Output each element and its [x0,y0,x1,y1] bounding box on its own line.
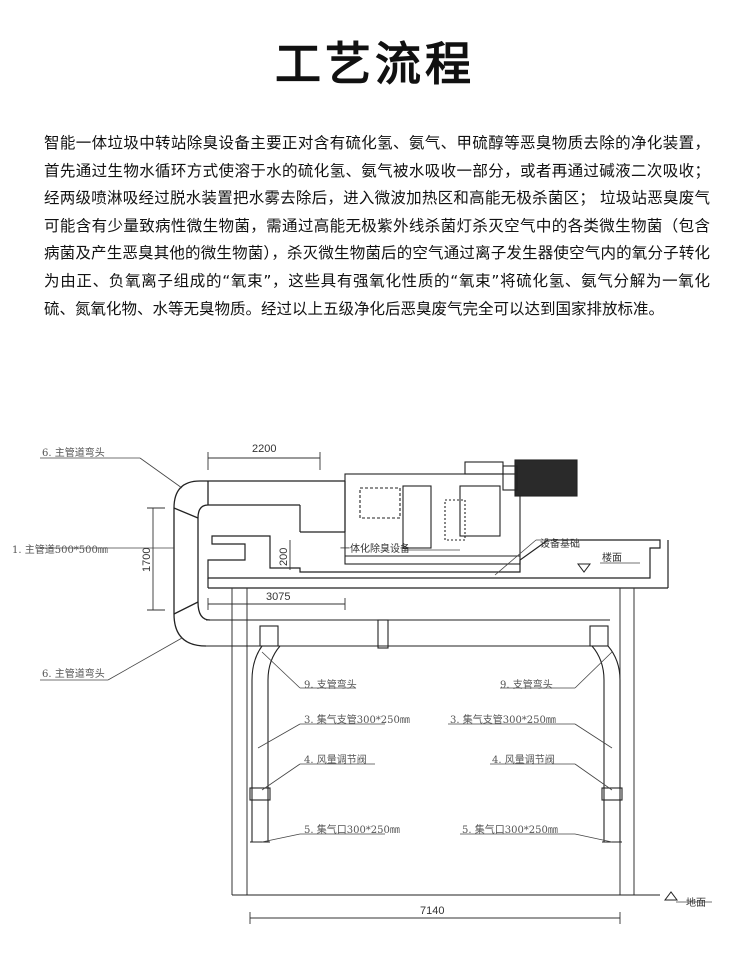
label-branch-pipe-right: 3. 集气支管300*250㎜ [450,713,556,726]
label-branch-elbow-left: 9. 支管弯头 [304,678,357,691]
dim-2200: 2200 [252,443,276,455]
dim-200: 200 [278,548,290,566]
columns [231,588,635,895]
leader-lines [40,457,712,903]
label-inlet-left: 5. 集气口300*250㎜ [304,823,400,836]
description-paragraph: 智能一体垃圾中转站除臭设备主要正对含有硫化氢、氨气、甲硫醇等恶臭物质去除的净化装… [44,134,710,318]
ground-level-marker [664,891,678,901]
dim-7140: 7140 [420,905,444,917]
label-branch-elbow-right: 9. 支管弯头 [500,678,553,691]
label-equipment: 一体化除臭设备 [340,542,410,555]
label-main-elbow-bottom: 6. 主管道弯头 [42,667,105,680]
floor-level-marker [577,563,591,573]
collector-duct [206,619,610,649]
label-main-pipe: 1. 主管道500*500㎜ [12,543,108,556]
top-duct [208,480,346,533]
label-valve-left: 4. 风量调节阀 [304,753,367,766]
label-main-elbow-top: 6. 主管道弯头 [42,446,105,459]
branch-duct-right [591,645,623,843]
equipment-unit [344,459,578,565]
label-inlet-right: 5. 集气口300*250㎜ [462,823,558,836]
branch-duct-left [249,645,281,843]
diagram-labels: 6. 主管道弯头 1. 主管道500*500㎜ 6. 主管道弯头 一体化除臭设备… [12,443,706,917]
label-valve-right: 4. 风量调节阀 [492,753,555,766]
page-title: 工艺流程 [275,37,475,91]
label-ground: 地面 [686,896,706,909]
label-branch-pipe-left: 3. 集气支管300*250㎜ [304,713,410,726]
label-floor: 楼面 [602,551,622,564]
floor-slab [207,535,669,589]
dimension-lines [147,452,621,924]
dim-1700: 1700 [141,548,153,572]
dim-3075: 3075 [266,591,290,603]
main-duct [173,480,211,647]
label-foundation: 设备基础 [540,537,580,550]
